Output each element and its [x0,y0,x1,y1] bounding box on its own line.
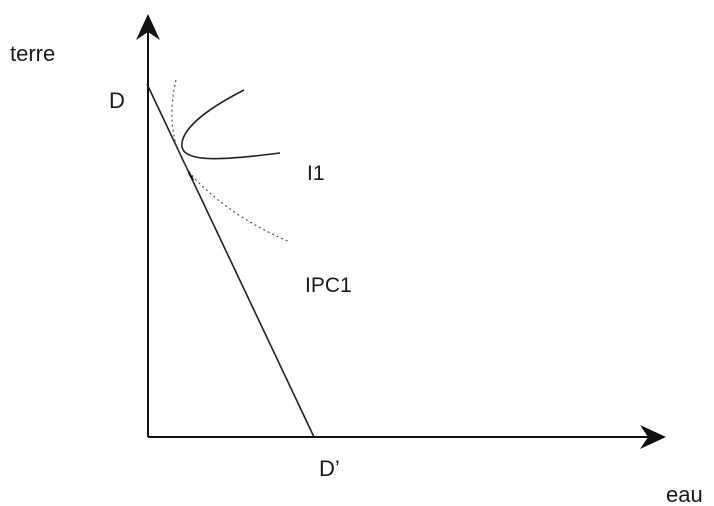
indifference-curve-label: I1 [307,162,325,185]
x-axis [148,425,666,449]
ipc1-curve [171,79,291,243]
tangency-mark [188,172,194,181]
ipc-curve-label: IPC1 [305,274,352,297]
y-axis-label: terre [10,41,55,66]
indifference-curve-i1 [181,89,281,160]
point-d-label: D [109,88,125,113]
x-axis-label: eau [666,482,703,506]
y-axis [136,14,160,437]
y-axis-arrowhead [136,14,160,40]
x-axis-arrowhead [640,425,666,449]
budget-line [146,83,315,438]
point-d-prime-label: D’ [319,456,340,481]
